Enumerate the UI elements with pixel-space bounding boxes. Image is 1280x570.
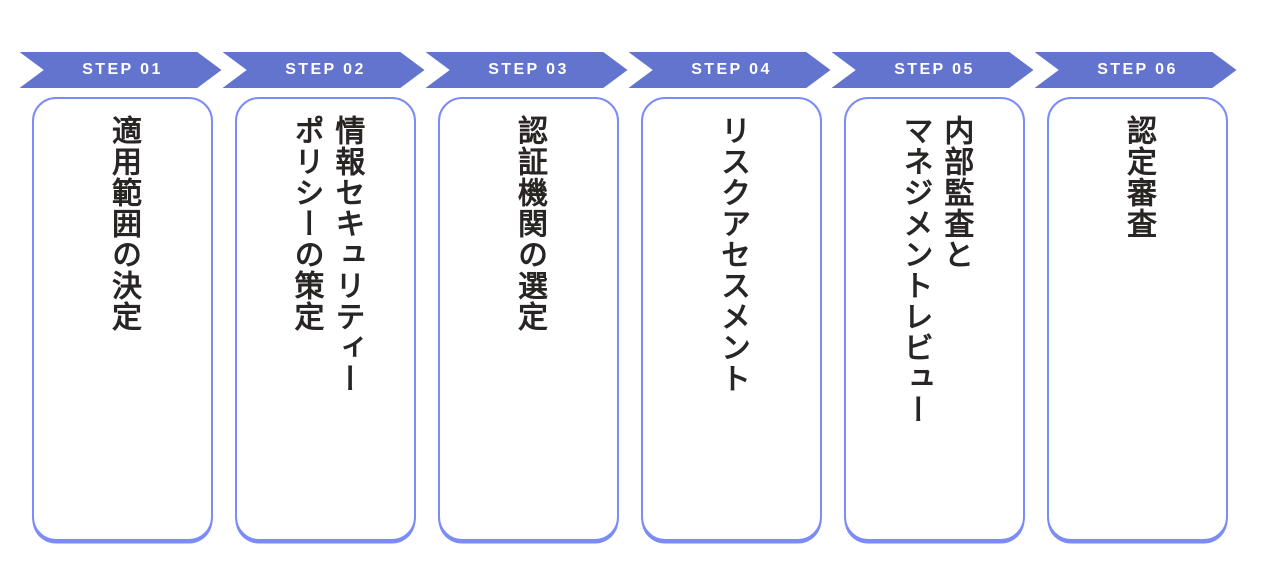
step-banner-label-5: STEP 05 — [894, 61, 975, 78]
step-card-4: リスクアセスメント — [641, 97, 822, 541]
step-banner-label-6: STEP 06 — [1097, 61, 1178, 78]
step-banner-5: STEP 05 — [831, 52, 1034, 88]
step-card-text-2-col-2: ポリシーの策定 — [288, 115, 324, 332]
step-card-text-4-col-1: リスクアセスメント — [714, 115, 750, 394]
step-banner-4: STEP 04 — [628, 52, 831, 88]
step-card-6: 認定審査 — [1047, 97, 1228, 541]
step-card-text-6-col-1: 認定審査 — [1120, 115, 1156, 239]
step-banner-label-4: STEP 04 — [691, 61, 772, 78]
step-column-6: STEP 06 認定審査 — [1034, 52, 1237, 541]
step-banner-label-3: STEP 03 — [488, 61, 569, 78]
step-card-text-2-col-1: 情報セキュリティー — [329, 115, 365, 394]
step-banner-label-2: STEP 02 — [285, 61, 366, 78]
step-column-3: STEP 03 認証機関の選定 — [425, 52, 628, 541]
step-card-3: 認証機関の選定 — [438, 97, 619, 541]
step-card-text-5-col-2: マネジメントレビュー — [897, 115, 933, 425]
step-column-1: STEP 01 適用範囲の決定 — [19, 52, 222, 541]
step-card-5: 内部監査と マネジメントレビュー — [844, 97, 1025, 541]
step-column-2: STEP 02 情報セキュリティー ポリシーの策定 — [222, 52, 425, 541]
step-column-4: STEP 04 リスクアセスメント — [628, 52, 831, 541]
step-card-text-5-col-1: 内部監査と — [938, 115, 974, 270]
steps-row: STEP 01 適用範囲の決定 STEP 02 情報セキュリティー ポリシーの策… — [19, 52, 1254, 541]
step-banner-2: STEP 02 — [222, 52, 425, 88]
step-card-text-3-col-1: 認証機関の選定 — [511, 115, 547, 332]
step-banner-3: STEP 03 — [425, 52, 628, 88]
step-column-5: STEP 05 内部監査と マネジメントレビュー — [831, 52, 1034, 541]
step-banner-label-1: STEP 01 — [82, 61, 163, 78]
step-banner-1: STEP 01 — [19, 52, 222, 88]
step-card-2: 情報セキュリティー ポリシーの策定 — [235, 97, 416, 541]
step-card-1: 適用範囲の決定 — [32, 97, 213, 541]
step-banner-6: STEP 06 — [1034, 52, 1237, 88]
step-card-text-1-col-1: 適用範囲の決定 — [105, 115, 141, 332]
